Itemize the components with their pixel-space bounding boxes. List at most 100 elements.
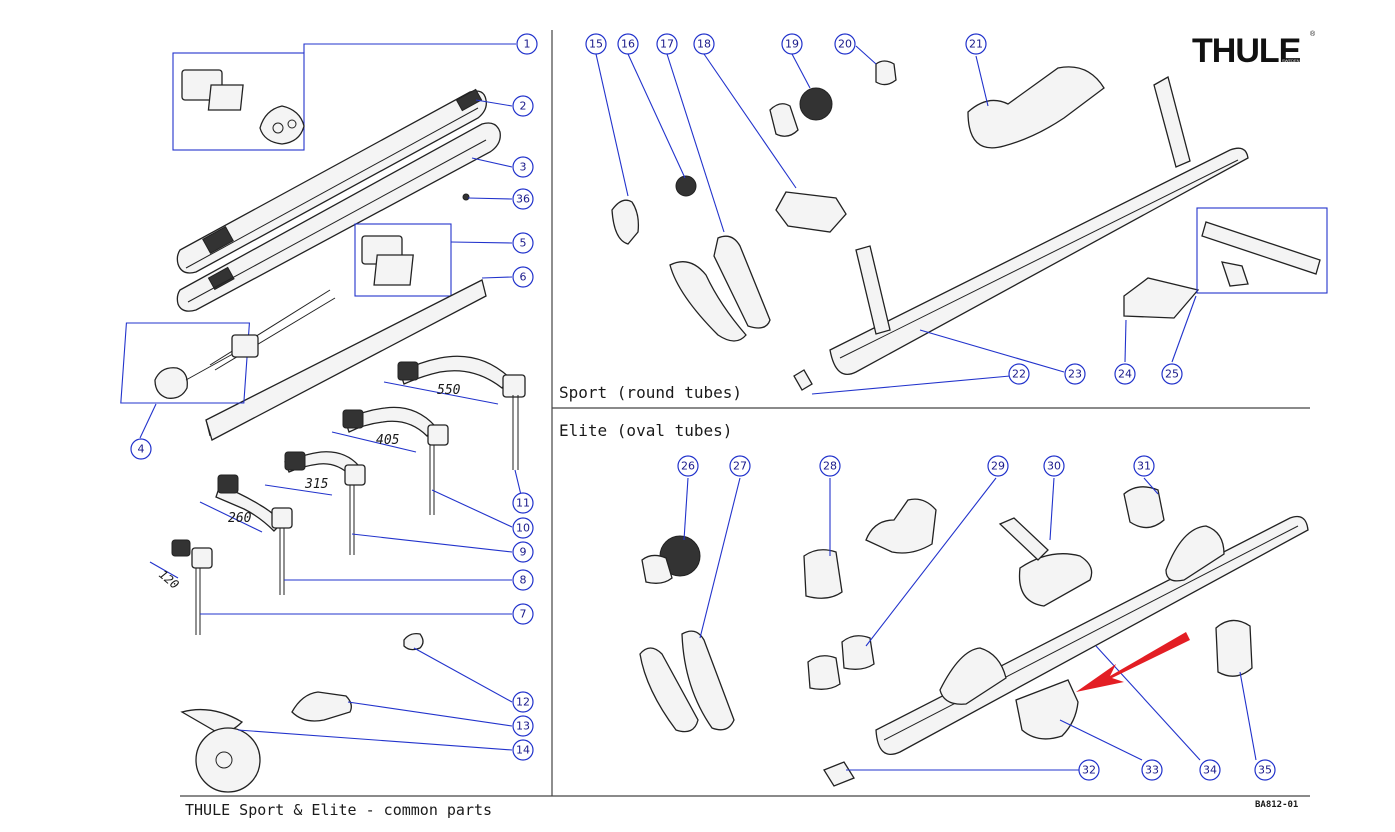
callout-13: 13 — [512, 715, 534, 737]
callout-14: 14 — [512, 739, 534, 761]
callout-label: 3 — [520, 161, 527, 174]
callout-label: 32 — [1082, 764, 1096, 777]
callout-label: 23 — [1068, 368, 1082, 381]
callout-label: 2 — [520, 100, 527, 113]
callout-label: 5 — [520, 237, 527, 250]
callout-label: 14 — [516, 744, 530, 757]
callout-label: 1 — [524, 38, 531, 51]
callout-label: 20 — [838, 38, 852, 51]
callout-label: 4 — [138, 443, 145, 456]
sport-parts — [611, 60, 1328, 391]
callout-label: 16 — [621, 38, 635, 51]
callout-label: 7 — [520, 608, 527, 621]
highlight-arrow — [1076, 632, 1190, 692]
part-plate — [207, 84, 244, 111]
footer-title: THULE Sport & Elite - common parts — [185, 801, 492, 819]
callout-15: 15 — [585, 33, 607, 55]
callout-2: 2 — [512, 95, 534, 117]
callout-27: 27 — [729, 455, 751, 477]
callout-label: 36 — [516, 193, 530, 206]
part-elite-rail — [875, 515, 1309, 756]
part-33-clamp — [1015, 679, 1079, 740]
callout-5: 5 — [512, 232, 534, 254]
callout-label: 18 — [697, 38, 711, 51]
callout-30: 30 — [1043, 455, 1065, 477]
elite-section-label: Elite (oval tubes) — [559, 421, 732, 440]
dim-120: 120 — [156, 567, 182, 592]
part-14-roll — [195, 727, 261, 793]
callout-label: 21 — [969, 38, 983, 51]
callout-label: 27 — [733, 460, 747, 473]
callout-35: 35 — [1254, 759, 1276, 781]
callout-label: 17 — [660, 38, 674, 51]
part-box-4 — [120, 322, 251, 404]
callout-label: 11 — [516, 497, 530, 510]
callout-label: 33 — [1145, 764, 1159, 777]
callout-7: 7 — [512, 603, 534, 625]
callout-label: 13 — [516, 720, 530, 733]
callout-26: 26 — [677, 455, 699, 477]
callout-label: 25 — [1165, 368, 1179, 381]
callout-29: 29 — [987, 455, 1009, 477]
callout-label: 6 — [520, 271, 527, 284]
callout-19: 19 — [781, 33, 803, 55]
callout-10: 10 — [512, 517, 534, 539]
elite-parts — [639, 486, 1309, 787]
callout-18: 18 — [693, 33, 715, 55]
part-rail-upper — [176, 90, 487, 274]
dim-260: 260 — [228, 511, 252, 526]
callout-32: 32 — [1078, 759, 1100, 781]
callout-31: 31 — [1133, 455, 1155, 477]
part-box-5 — [354, 223, 452, 297]
callout-8: 8 — [512, 569, 534, 591]
callout-23: 23 — [1064, 363, 1086, 385]
part-box-1 — [172, 52, 305, 151]
callout-label: 9 — [520, 546, 527, 559]
callout-label: 35 — [1258, 764, 1272, 777]
callout-label: 28 — [823, 460, 837, 473]
bike-arms — [171, 355, 526, 635]
callout-34: 34 — [1199, 759, 1221, 781]
callout-label: 15 — [589, 38, 603, 51]
callout-21: 21 — [965, 33, 987, 55]
callout-label: 34 — [1203, 764, 1217, 777]
dim-405: 405 — [376, 433, 400, 448]
callout-1: 1 — [516, 33, 538, 55]
callout-label: 29 — [991, 460, 1005, 473]
part-13 — [291, 691, 352, 722]
callout-label: 31 — [1137, 460, 1151, 473]
thule-logo: THULE SWEDEN ® — [1192, 30, 1316, 70]
callout-20: 20 — [834, 33, 856, 55]
callout-label: 26 — [681, 460, 695, 473]
part-screw — [462, 193, 470, 201]
logo-reg: ® — [1310, 30, 1316, 38]
callout-6: 6 — [512, 266, 534, 288]
dim-315: 315 — [304, 477, 329, 492]
callout-16: 16 — [617, 33, 639, 55]
callout-28: 28 — [819, 455, 841, 477]
logo-brand: THULE — [1192, 32, 1301, 70]
callout-label: 30 — [1047, 460, 1061, 473]
part-sport-rail — [829, 147, 1249, 376]
callout-label: 24 — [1118, 368, 1132, 381]
callout-9: 9 — [512, 541, 534, 563]
callout-label: 10 — [516, 522, 530, 535]
callout-17: 17 — [656, 33, 678, 55]
callout-label: 8 — [520, 574, 527, 587]
logo-sub: SWEDEN — [1282, 58, 1300, 63]
footer-code: BA812-01 — [1255, 800, 1298, 810]
callout-24: 24 — [1114, 363, 1136, 385]
callout-label: 22 — [1012, 368, 1026, 381]
sport-section-label: Sport (round tubes) — [559, 383, 742, 402]
callout-3: 3 — [512, 156, 534, 178]
leader-lines — [139, 43, 1257, 771]
callout-25: 25 — [1161, 363, 1183, 385]
callout-4: 4 — [130, 438, 152, 460]
part-angle-bar — [205, 279, 487, 441]
callout-label: 12 — [516, 696, 530, 709]
callout-12: 12 — [512, 691, 534, 713]
part-12 — [403, 632, 424, 651]
callout-11: 11 — [512, 492, 534, 514]
